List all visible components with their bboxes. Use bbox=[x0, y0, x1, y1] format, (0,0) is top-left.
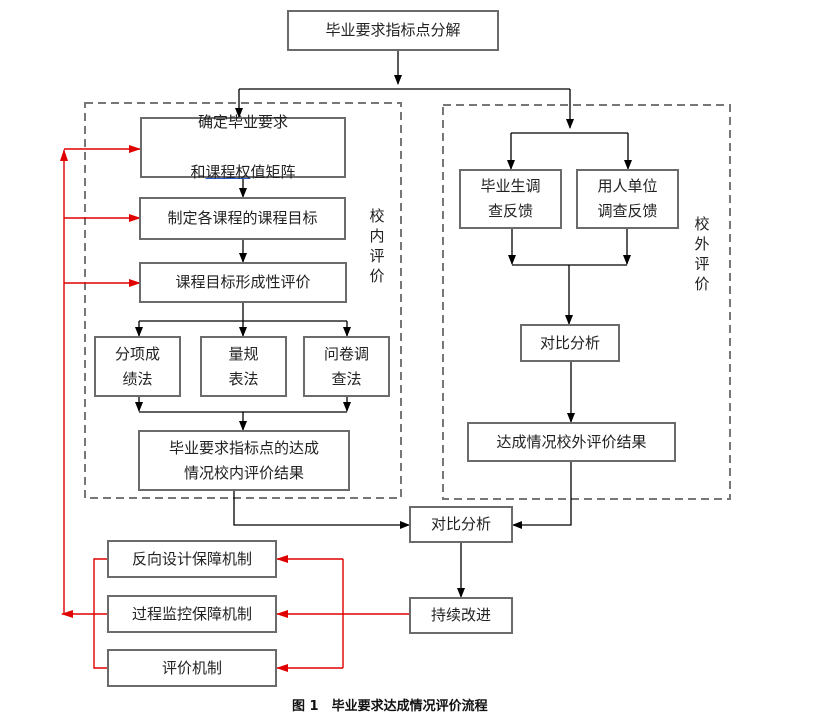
external-compare-box: 对比分析 bbox=[520, 324, 620, 362]
arrow-internal-to-compare bbox=[233, 491, 410, 529]
step1-line1: 确定毕业要求 bbox=[197, 113, 288, 131]
external-region bbox=[442, 104, 731, 500]
evaluation-mechanism-box: 评价机制 bbox=[107, 649, 277, 687]
employer-survey-box: 用人单位 调查反馈 bbox=[576, 169, 679, 229]
external-evaluation-label: 校外评价 bbox=[694, 215, 710, 293]
formative-evaluation-box: 课程目标形成性评价 bbox=[139, 262, 347, 303]
graduation-requirement-matrix-box: 确定毕业要求 和课程权值矩阵 bbox=[140, 113, 346, 181]
method-itemized-score-box: 分项成 绩法 bbox=[94, 336, 181, 397]
internal-region bbox=[84, 102, 402, 499]
step1-line2-prefix: 和 bbox=[190, 163, 206, 181]
course-objectives-box: 制定各课程的课程目标 bbox=[139, 197, 346, 240]
continuous-improvement-box: 持续改进 bbox=[409, 597, 513, 634]
figure-caption: 图 1 毕业要求达成情况评价流程 bbox=[292, 699, 488, 714]
step1-line2-underlined: 课程权 bbox=[205, 163, 251, 181]
graduate-survey-box: 毕业生调 查反馈 bbox=[459, 169, 562, 229]
external-result-box: 达成情况校外评价结果 bbox=[467, 422, 676, 462]
final-compare-box: 对比分析 bbox=[409, 506, 513, 543]
internal-evaluation-label: 校内评价 bbox=[369, 207, 385, 285]
reverse-design-mechanism-box: 反向设计保障机制 bbox=[107, 540, 277, 578]
process-monitoring-mechanism-box: 过程监控保障机制 bbox=[107, 595, 277, 633]
internal-result-box: 毕业要求指标点的达成 情况校内评价结果 bbox=[138, 430, 350, 491]
arrow-external-to-compare bbox=[512, 462, 572, 529]
indicator-decomposition-box: 毕业要求指标点分解 bbox=[287, 10, 499, 51]
method-questionnaire-box: 问卷调 查法 bbox=[303, 336, 390, 397]
step1-line2-suffix: 值矩阵 bbox=[250, 163, 296, 181]
method-rubric-box: 量规 表法 bbox=[200, 336, 287, 397]
